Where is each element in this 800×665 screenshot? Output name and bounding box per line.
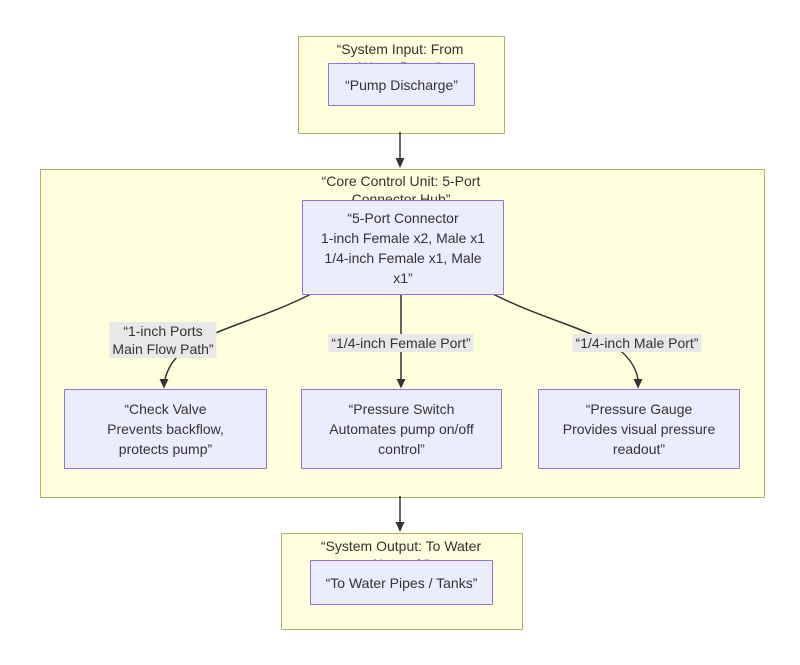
node-pressure-switch: “Pressure Switch Automates pump on/off c…	[301, 389, 502, 469]
node-check-valve: “Check Valve Prevents backflow, protects…	[64, 389, 267, 469]
edge-label-quarter-inch-male-port: “1/4-inch Male Port”	[572, 334, 702, 352]
edge-label-1-inch-ports: “1-inch Ports Main Flow Path”	[109, 322, 217, 358]
node-pump-discharge: “Pump Discharge”	[328, 63, 475, 106]
node-5-port-connector: “5-Port Connector 1-inch Female x2, Male…	[302, 200, 504, 295]
node-pressure-gauge: “Pressure Gauge Provides visual pressure…	[538, 389, 740, 469]
node-to-water-pipes-tanks: “To Water Pipes / Tanks”	[310, 560, 493, 605]
edge-label-quarter-inch-female-port: “1/4-inch Female Port”	[328, 334, 474, 352]
arrowhead-input-to-core	[395, 158, 405, 168]
arrowhead-core-to-output	[395, 522, 405, 532]
